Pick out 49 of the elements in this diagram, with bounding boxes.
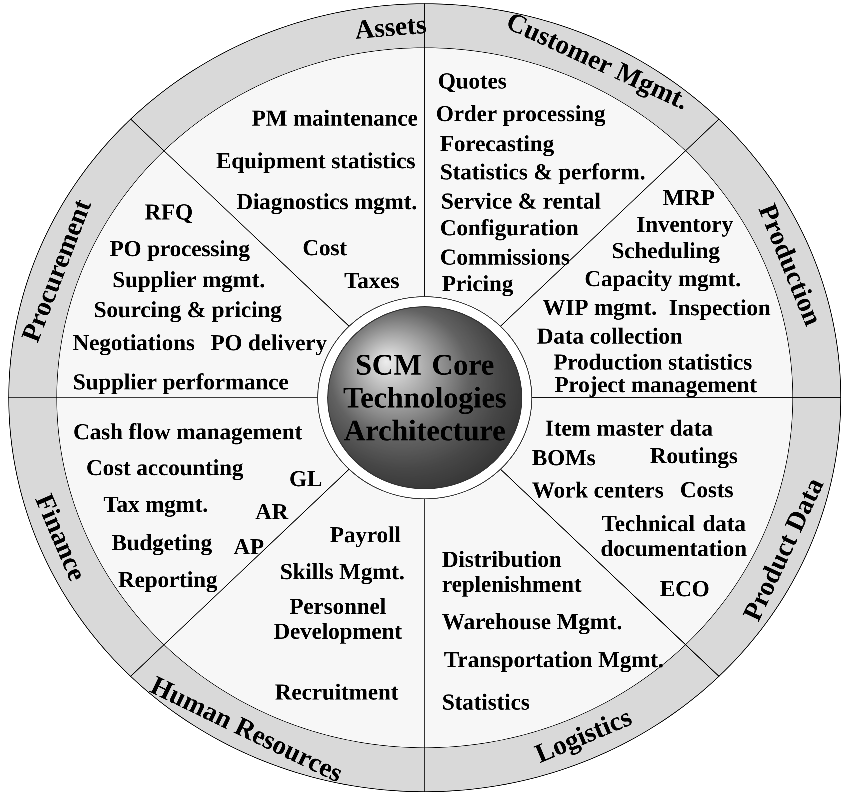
item-text: Reporting [118,572,218,592]
item-text: Recruitment [276,684,399,700]
item-text: Payroll [330,526,401,548]
item-text: Capacity mgmt. [586,270,740,292]
item-text: Diagnostics mgmt. [237,194,416,214]
item-text: Scheduling [613,242,720,264]
item-text: ECO [660,581,709,597]
item-text: Configuration [441,219,579,241]
item-text: Service & rental [442,192,601,210]
item-text: Statistics & perform. [441,163,645,184]
item-text: MRP [663,190,714,206]
item-text: Commissions [441,248,570,266]
item-text: Taxes [344,273,400,289]
item-text: Statistics [443,694,530,710]
item-text: Data collection [538,328,683,344]
item-text: Production statistics [554,354,752,370]
item-text: Order processing [437,106,606,126]
item-text: Project management [555,376,758,398]
item-text: Forecasting [440,136,554,156]
sector-heading: Assets [356,19,426,40]
sector-heading: Finance [35,492,81,582]
item-text: PO processing [110,240,250,262]
item-text: Inventory [637,217,734,237]
item-text: BOMs [532,450,596,466]
item-text: Sourcing & pricing [95,302,282,322]
item-text: Supplier performance [74,373,288,394]
item-text: PM maintenance [252,110,418,126]
item-text: Transportation Mgmt. [444,652,663,672]
item-text: Cost [304,240,348,256]
item-text: WIP mgmt. [543,300,656,320]
item-text: Routings [650,448,738,468]
item-text: Skills Mgmt. [281,564,404,584]
item-text: AP [234,539,264,555]
item-text: Costs [681,482,734,498]
item-text: RFQ [145,204,192,224]
item-text: Cost accounting [88,460,244,480]
item-text: Personnel Development [274,598,402,644]
item-text: Equipment statistics [216,152,416,174]
item-text: Tax mgmt. [104,496,208,518]
item-text: AR [256,504,289,520]
item-text: Quotes [439,74,506,92]
item-text: Budgeting [112,534,212,556]
item-text: Supplier mgmt. [114,272,264,292]
item-text: Work centers [532,482,664,498]
item-text: Warehouse Mgmt. [442,614,622,634]
item-text: Pricing [442,276,514,296]
item-text: Item master data [546,420,713,436]
item-text: Distribution replenishment [442,551,582,597]
item-text: Cash flow management [74,423,302,445]
